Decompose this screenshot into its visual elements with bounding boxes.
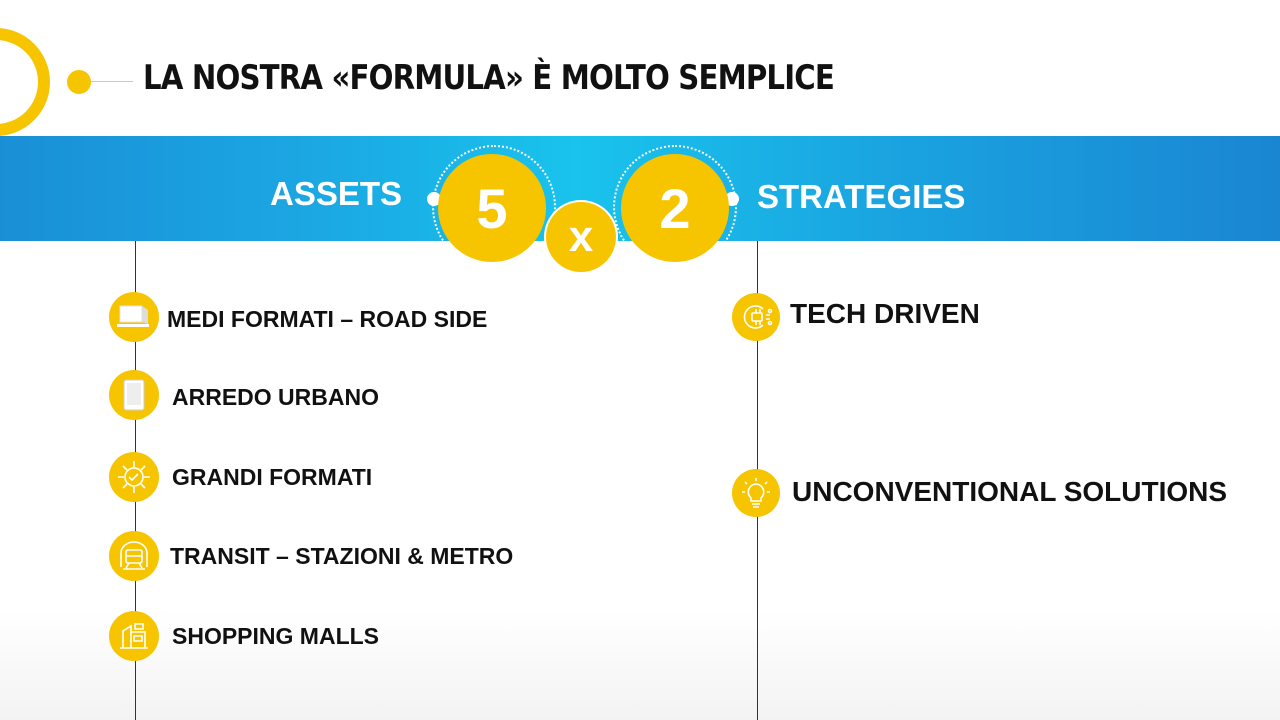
train-icon [109,531,159,581]
strategy-label-unconventional: UNCONVENTIONAL SOLUTIONS [792,476,1228,507]
asset-label-arredo-urbano: ARREDO URBANO [172,384,379,410]
mall-icon [109,611,159,661]
decorative-ring [0,28,50,136]
slide-title: LA NOSTRA «FORMULA» È MOLTO SEMPLICE [143,58,835,98]
multiply-circle: x [546,202,616,272]
billboard-icon [109,292,159,342]
asset-label-road-side: MEDI FORMATI – ROAD SIDE [167,306,488,332]
assets-label: ASSETS [270,175,403,212]
strategies-label: STRATEGIES [757,178,966,215]
dotted-ring-right [613,145,737,269]
strategies-count-circle: 2 [621,154,729,262]
strategy-label-tech-driven: TECH DRIVEN [790,298,980,329]
large-format-icon [109,452,159,502]
lightbulb-icon [732,469,780,517]
asset-label-shopping-malls: SHOPPING MALLS [172,623,380,649]
asset-label-transit: TRANSIT – STAZIONI & METRO [170,543,514,569]
decorative-line [91,81,133,82]
asset-label-grandi-formati: GRANDI FORMATI [172,464,373,490]
assets-count-circle: 5 [438,154,546,262]
street-panel-icon [109,370,159,420]
dotted-ring-left [432,145,556,269]
decorative-dot [67,70,91,94]
chip-icon [732,293,780,341]
